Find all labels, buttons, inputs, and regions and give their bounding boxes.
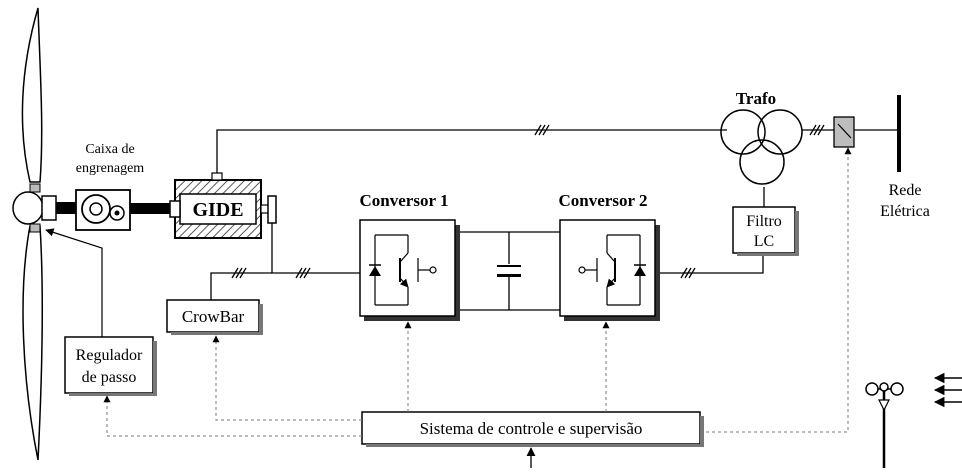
filter-label-line1: Filtro [746,213,782,230]
control-system-label: Sistema de controle e supervisão [420,419,643,438]
blade-root-bottom [29,223,41,233]
pitch-label-line2: de passo [82,369,137,386]
three-phase-ticks-rotor [231,267,311,279]
three-phase-ticks-grid [809,124,825,136]
wind-arrows [933,372,962,408]
rotor-blades [12,7,57,461]
converter-1-label: Conversor 1 [360,191,449,210]
circuit-breaker [833,116,855,148]
nacelle-nose [41,195,57,221]
diode-icon [634,266,646,276]
pitch-label-line1: Regulador [76,347,143,364]
slip-rings [267,195,277,224]
pitch-actuator-arrow [45,228,103,337]
blade-root-top [29,183,41,193]
generator-rotor [179,193,257,225]
stator-terminal [211,172,223,181]
main-shaft [56,202,76,214]
crowbar-box [166,299,260,333]
converter-2 [559,219,660,321]
lower-blade [22,225,43,461]
pitch-regulator-box [64,336,154,394]
three-phase-ticks-gridside [680,267,696,279]
upper-blade [21,7,43,183]
three-phase-ticks-stator [534,124,550,136]
grid-label-line2: Elétrica [880,203,930,220]
gearbox-label-line2: engrenagem [76,161,145,176]
gearbox-label-line1: Caixa de [85,142,134,157]
grid-side-line [660,252,764,274]
high-speed-shaft [130,203,172,214]
transformer-label: Trafo [736,89,776,108]
stator-line [216,129,727,173]
transformer-icon [720,109,803,185]
generator-label: GIDE [192,199,243,221]
control-signal-lines [103,147,852,437]
gearbox [75,189,131,231]
grid-label-line1: Rede [889,182,922,199]
filter-label-line2: LC [754,233,774,250]
generator [169,172,277,239]
crowbar-label: CrowBar [182,307,245,326]
converter-2-label: Conversor 2 [559,191,648,210]
diode-icon [369,266,381,276]
hub [12,191,44,225]
control-system-box [361,411,701,445]
anemometer-icon [865,382,904,468]
converter-1 [359,219,460,321]
rotor-line [271,223,360,274]
